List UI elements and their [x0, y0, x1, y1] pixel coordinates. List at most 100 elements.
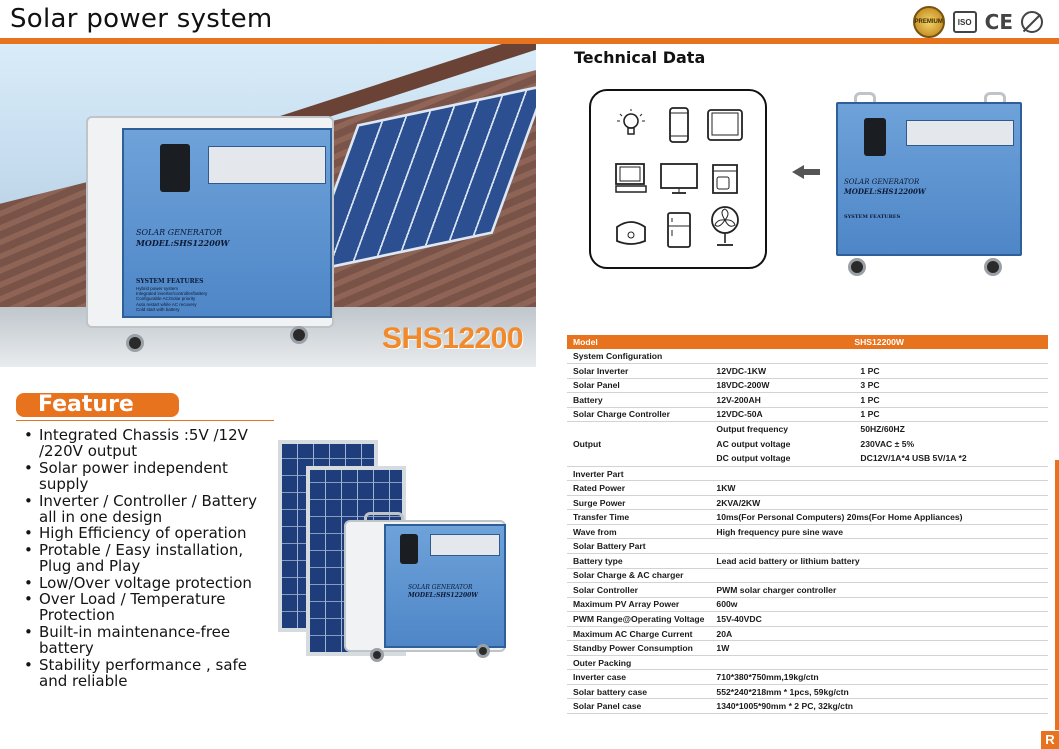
table-cell: Solar Battery Part: [567, 538, 711, 555]
table-cell: Battery: [567, 392, 711, 408]
table-row: System Configuration: [567, 349, 1048, 365]
table-cell: Solar Panel case: [567, 698, 711, 715]
appliance-icons-box: [589, 89, 767, 269]
list-item: Stability performance , safe and reliabl…: [22, 657, 272, 690]
product-generator-unit: SOLAR GENERATOR MODEL:SHS12200W: [344, 512, 508, 668]
hero-generator-unit: SOLAR GENERATOR MODEL:SHS12200W SYSTEM F…: [86, 116, 336, 366]
output-line-name: DC output voltage: [716, 453, 791, 464]
table-cell: Surge Power: [567, 495, 711, 511]
table-cell: Maximum AC Charge Current: [567, 626, 711, 642]
table-header-cell: Model: [567, 335, 711, 349]
table-cell: [854, 349, 1048, 365]
unit-feature-line: Configurable AC/Solar priority: [136, 296, 196, 302]
wheel: [848, 258, 866, 276]
list-item: Solar power independent supply: [22, 460, 272, 493]
table-cell: 20A: [710, 626, 1048, 642]
table-cell: 1 PC: [854, 407, 1048, 423]
table-cell: 2KVA/2KW: [710, 495, 1048, 511]
table-cell: 1 PC: [854, 363, 1048, 379]
unit-sockets: [208, 146, 326, 184]
table-cell: Solar Controller: [567, 582, 711, 598]
table-cell: 552*240*218mm * 1pcs, 59kg/ctn: [710, 684, 1048, 700]
table-row: Outer Packing: [567, 655, 1048, 671]
table-cell: 12V-200AH: [710, 392, 855, 408]
feature-heading: Feature: [16, 393, 179, 417]
unit-feature-line: Auto restart while AC recovery: [136, 301, 197, 307]
phone-icon: [659, 105, 699, 145]
table-cell: 1W: [710, 640, 1048, 656]
unit-feature-line: Integrated inverter/controller/battery: [136, 291, 208, 297]
output-line-value: 50HZ/60HZ: [860, 424, 905, 435]
monitor-icon: [659, 159, 699, 199]
table-cell: [710, 655, 1048, 671]
table-header-cell: SHS12200W: [710, 335, 1048, 349]
table-cell: Transfer Time: [567, 509, 711, 525]
table-cell: 3 PC: [854, 378, 1048, 394]
table-cell: [710, 568, 1048, 584]
wheel: [984, 258, 1002, 276]
unit-brand: SOLAR GENERATOR: [408, 584, 473, 591]
table-cell: Rated Power: [567, 480, 711, 496]
table-cell: Outer Packing: [567, 655, 711, 671]
list-item: Inverter / Controller / Battery all in o…: [22, 492, 272, 526]
table-row: Output Output frequency AC output voltag…: [567, 421, 1048, 467]
title-rule: [0, 38, 1059, 44]
table-cell: 15V-40VDC: [710, 611, 1048, 627]
table-cell: Battery type: [567, 553, 711, 569]
model-tag: SHS12200: [382, 322, 524, 355]
output-line-name: Output frequency: [716, 424, 789, 435]
table-cell: Lead acid battery or lithium battery: [710, 553, 1048, 569]
unit-lcd: [400, 534, 418, 564]
unit-features-title: SYSTEM FEATURES: [844, 214, 901, 220]
table-cell: PWM solar charger controller: [710, 582, 1048, 598]
list-item: Over Load / Temperature Protection: [22, 591, 272, 624]
unit-sockets: [906, 120, 1014, 146]
unit-features-list: Hybrid power system Integrated inverter/…: [136, 286, 207, 312]
unit-feature-line: Cold start with battery: [136, 306, 180, 312]
table-cell: 710*380*750mm,19kg/ctn: [710, 669, 1048, 685]
wheel: [290, 326, 308, 344]
table-cell: Solar Inverter: [567, 363, 711, 379]
unit-handle: [364, 512, 404, 522]
lightbulb-icon: [611, 105, 651, 145]
table-cell: Wave from: [567, 524, 711, 540]
table-cell: Inverter Part: [567, 466, 711, 482]
ce-mark: CE: [984, 10, 1013, 34]
arrow-left-icon: [792, 165, 820, 179]
premium-badge: PREMIUM: [912, 6, 945, 38]
table-cell: 1 PC: [854, 392, 1048, 408]
table-cell: 12VDC-1KW: [710, 363, 855, 379]
wheel: [476, 644, 490, 658]
table-cell: 50HZ/60HZ 230VAC ± 5% DC12V/1A*4 USB 5V/…: [854, 421, 1048, 467]
table-cell: 1340*1005*90mm * 2 PC, 32kg/ctn: [710, 698, 1048, 715]
certification-badges: PREMIUM ISO CE: [912, 6, 1043, 38]
table-cell: 18VDC-200W: [710, 378, 855, 394]
wheel: [370, 648, 384, 662]
table-cell: System Configuration: [567, 349, 711, 365]
table-cell: 600w: [710, 597, 1048, 613]
table-cell: Standby Power Consumption: [567, 640, 711, 656]
output-line-value: 230VAC ± 5%: [860, 438, 915, 449]
hero-photo: SOLAR GENERATOR MODEL:SHS12200W SYSTEM F…: [0, 44, 536, 367]
unit-features-title: SYSTEM FEATURES: [136, 278, 204, 285]
feature-list: Integrated Chassis :5V /12V /220V output…: [22, 427, 272, 690]
table-cell: [710, 538, 1048, 555]
rice-cooker-icon: [611, 211, 651, 251]
table-cell: Solar Charge Controller: [567, 407, 711, 423]
unit-handle: [854, 92, 876, 102]
unit-model: MODEL:SHS12200W: [844, 187, 926, 196]
spec-table: Model SHS12200W System Configuration Sol…: [567, 335, 1048, 715]
table-cell: Maximum PV Array Power: [567, 597, 711, 613]
unit-model: MODEL:SHS12200W: [136, 238, 230, 248]
unit-lcd: [864, 118, 886, 156]
table-cell: Solar Charge & AC charger: [567, 568, 711, 584]
iso-badge: ISO: [952, 11, 977, 33]
table-row: Inverter Part: [567, 466, 1048, 482]
list-item: Integrated Chassis :5V /12V /220V output: [22, 427, 272, 460]
